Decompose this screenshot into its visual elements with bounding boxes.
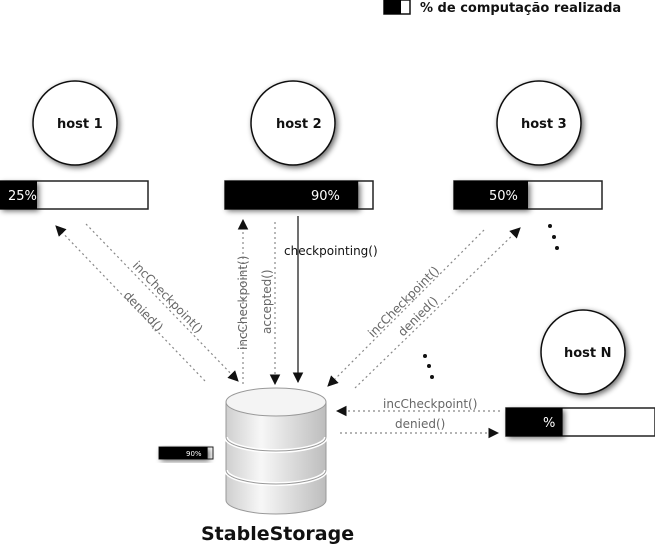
host-1-label: host 1 bbox=[57, 117, 103, 132]
host-n-inc-label: incCheckpoint() bbox=[383, 397, 477, 411]
host-2-accepted-label: accepted() bbox=[260, 269, 274, 334]
host-2-bar-fill bbox=[225, 181, 359, 209]
storage-progress-bar: 90% bbox=[158, 446, 214, 460]
host-n-denied-label: denied() bbox=[395, 417, 445, 431]
storage-bar-fill bbox=[159, 447, 208, 459]
host-2-node bbox=[250, 80, 336, 166]
host-2-progress-bar: 90% bbox=[224, 180, 374, 210]
host-1-bar-label: 25% bbox=[8, 189, 37, 204]
storage-title: StableStorage bbox=[201, 523, 354, 544]
host-3-node bbox=[496, 80, 582, 166]
host-2-messages: incCheckpoint() accepted() checkpointing… bbox=[236, 216, 378, 386]
ellipsis-dots-host3 bbox=[548, 224, 559, 250]
host-1-inc-label: incCheckpoint() bbox=[130, 258, 206, 336]
host-n-node bbox=[540, 309, 626, 395]
host-1-progress-bar: 25% bbox=[0, 180, 149, 210]
stable-storage: 90% StableStorage bbox=[158, 387, 354, 544]
host-2-bar-label: 90% bbox=[311, 189, 340, 204]
host-n-bar-label: % bbox=[543, 416, 555, 431]
host-1-messages: incCheckpoint() denied() bbox=[55, 223, 239, 382]
host-1-node bbox=[32, 80, 118, 166]
host-2-checkpointing-label: checkpointing() bbox=[284, 244, 378, 258]
host-3-inc-arrow bbox=[327, 229, 485, 387]
legend-label: % de computação realizada bbox=[420, 1, 621, 16]
database-icon bbox=[224, 387, 328, 515]
host-n: host N % bbox=[423, 309, 655, 437]
legend-bar-fill bbox=[384, 0, 401, 14]
storage-bar-label: 90% bbox=[186, 450, 202, 458]
host-1-bar-fill bbox=[0, 181, 37, 209]
host-3-bar-label: 50% bbox=[489, 189, 518, 204]
host-3-denied-arrow bbox=[354, 227, 521, 389]
host-2-label: host 2 bbox=[276, 117, 322, 132]
host-1-denied-arrow bbox=[55, 225, 206, 382]
host-1-inc-arrow bbox=[85, 223, 239, 382]
host-n-messages: incCheckpoint() denied() bbox=[335, 397, 500, 439]
host-n-progress-bar: % bbox=[505, 407, 655, 437]
host-3-label: host 3 bbox=[521, 117, 567, 132]
host-n-label: host N bbox=[564, 346, 612, 361]
host-2: host 2 90% bbox=[224, 80, 374, 210]
host-3-progress-bar: 50% bbox=[453, 180, 603, 210]
host-n-bar-fill bbox=[506, 408, 563, 436]
host-1: host 1 25% bbox=[0, 80, 149, 210]
ellipsis-dots-hostn bbox=[423, 354, 434, 379]
legend: % de computação realizada bbox=[383, 0, 621, 16]
host-2-inc-label: incCheckpoint() bbox=[236, 256, 250, 350]
host-3-bar-fill bbox=[454, 181, 528, 209]
host-3: host 3 50% bbox=[453, 80, 603, 250]
